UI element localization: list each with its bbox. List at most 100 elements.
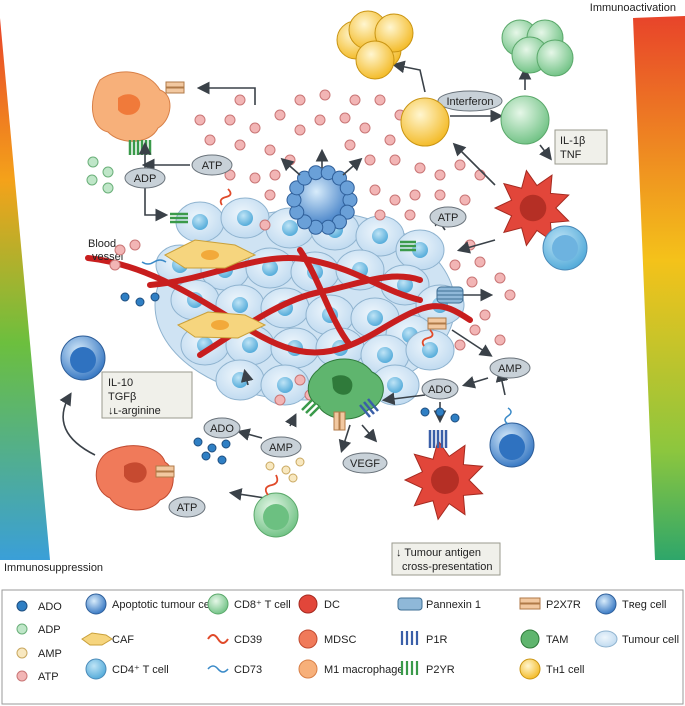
- pannexin-1-icon: [397, 597, 423, 611]
- atp-molecule: [454, 159, 466, 171]
- atp-molecule: [109, 259, 121, 271]
- cd8-t-cell: [253, 492, 299, 538]
- ado-molecules: [420, 407, 460, 423]
- apoptotic-bleb: [289, 204, 305, 220]
- caf-icon: [81, 632, 113, 646]
- caf-cell: [176, 311, 267, 339]
- atp-bottom-pill: ATP: [168, 496, 206, 518]
- cd39-enzyme: [264, 474, 279, 496]
- interferon-label: Interferon: [446, 96, 493, 108]
- cd73-icon: [207, 665, 229, 673]
- atp-molecule: [454, 339, 466, 351]
- atp-molecule: [474, 169, 486, 181]
- cytokine-tnf: TNF: [560, 149, 582, 161]
- atp-molecule: [504, 289, 516, 301]
- mdsc-legend-label: MDSC: [324, 634, 356, 646]
- arrow: [284, 413, 297, 428]
- atp-molecule: [234, 139, 246, 151]
- p1r-receptor: [428, 430, 448, 448]
- apoptotic-bleb: [297, 214, 313, 230]
- apoptotic-tumour-cell-legend-label: Apoptotic tumour cell: [112, 599, 215, 611]
- cd39-enzyme: [421, 329, 434, 347]
- atp-icon: [16, 670, 28, 682]
- atp-molecule: [249, 122, 261, 134]
- th1-cytokine-box: IL-1β TNF: [554, 129, 608, 165]
- dendritic-cell: [403, 439, 484, 521]
- factor-l-arginine: ↓ʟ-arginine: [108, 405, 161, 417]
- tam-legend-item: TAM: [520, 629, 568, 649]
- cd39-legend-label: CD39: [234, 634, 262, 646]
- tumour-cell-nucleus: [237, 210, 253, 226]
- tumour-cell-nucleus: [262, 260, 278, 276]
- p2yr-icon: [400, 661, 419, 675]
- adp-molecules: [86, 156, 114, 194]
- arrow: [456, 239, 496, 254]
- arrow: [240, 368, 254, 386]
- cytokine-il1b: IL-1β: [560, 135, 585, 147]
- ado-right-pill: ADO: [421, 378, 459, 400]
- arrow: [228, 488, 266, 501]
- cd39-legend-item: CD39: [207, 634, 262, 646]
- arrow: [451, 329, 493, 357]
- legend-box: [1, 589, 684, 705]
- p1r-icon: [400, 631, 419, 645]
- atp-molecule: [264, 144, 276, 156]
- arrow: [280, 157, 301, 176]
- tumour-cell-legend-item: Tumour cell: [594, 630, 679, 648]
- ado-legend-item: ADO: [16, 600, 62, 613]
- atp-molecule: [259, 219, 271, 231]
- apoptotic-bleb: [339, 204, 355, 220]
- arrow: [452, 142, 496, 186]
- atp-molecule: [434, 169, 446, 181]
- apoptotic-bleb: [308, 165, 324, 181]
- atp-molecule: [374, 94, 386, 106]
- tumour-cell-nucleus: [242, 337, 258, 353]
- p2yr-receptor: [400, 240, 416, 252]
- cd73-enzyme: [504, 407, 512, 425]
- vegf-pill: VEGF: [342, 452, 388, 474]
- atp-molecule: [274, 394, 286, 406]
- apoptotic-tumour-cell-icon: [85, 593, 107, 615]
- cd39-enzyme: [219, 188, 232, 206]
- adp-legend-item: ADP: [16, 623, 61, 636]
- caf-cell: [163, 239, 257, 269]
- p2yr-legend-item: P2YR: [400, 661, 455, 676]
- atp-molecule: [384, 134, 396, 146]
- apoptotic-bleb: [342, 192, 358, 208]
- p2x7r-legend-item: P2X7R: [519, 597, 581, 611]
- tumour-cell-nucleus: [192, 214, 208, 230]
- atp-molecule: [364, 154, 376, 166]
- tumour-mass: [154, 197, 465, 406]
- cd73-enzyme: [141, 259, 167, 265]
- tumour-cell-nucleus: [372, 228, 388, 244]
- apoptotic-tumour-cell-legend-item: Apoptotic tumour cell: [85, 593, 215, 615]
- atp-top-pill: ATP: [191, 154, 233, 176]
- amp-legend-item: AMP: [16, 647, 62, 660]
- atp-molecule: [414, 162, 426, 174]
- cd4-t-cell-legend-label: CD4⁺ T cell: [112, 664, 169, 676]
- m1-macrophage-legend-item: M1 macrophage: [298, 659, 404, 679]
- immunosuppression-gradient-wedge: [0, 18, 50, 560]
- atp-molecule: [359, 122, 371, 134]
- atp-molecule: [204, 134, 216, 146]
- tumour-cell-nucleus: [377, 347, 393, 363]
- adp-left-pill: ADP: [124, 167, 166, 189]
- ado-left-pill: ADO: [203, 417, 241, 439]
- vegf-label: VEGF: [350, 458, 380, 470]
- arrow: [196, 81, 256, 105]
- p2x7r-icon: [519, 597, 541, 610]
- atp-molecule: [344, 139, 356, 151]
- atp-molecule: [339, 112, 351, 124]
- atp-molecule: [294, 124, 306, 136]
- arrow: [381, 392, 426, 406]
- tumour-antigen-label-1: ↓ Tumour antigen: [396, 547, 481, 559]
- tumour-cell-icon: [594, 630, 618, 648]
- atp-molecule: [269, 169, 281, 181]
- atp-molecule: [129, 239, 141, 251]
- atp-molecule: [474, 256, 486, 268]
- blood-vessel-label-1: Blood: [88, 238, 116, 250]
- pannexin-1-legend-item: Pannexin 1: [397, 597, 481, 611]
- atp-molecule: [314, 114, 326, 126]
- tumour-cell-nucleus: [397, 277, 413, 293]
- atp-mid-label: ATP: [438, 212, 459, 224]
